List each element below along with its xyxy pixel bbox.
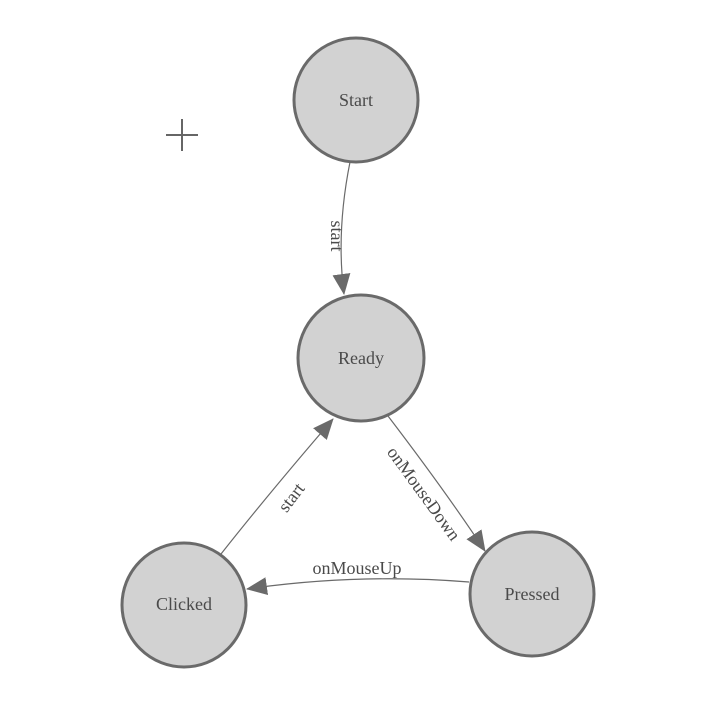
- transition-pressed-to-clicked-line[interactable]: [246, 577, 470, 596]
- transition-label-onmousedown: onMouseDown: [383, 443, 464, 545]
- state-label-ready: Ready: [338, 348, 384, 368]
- transition-label-onmouseup: onMouseUp: [313, 558, 402, 578]
- transition-clicked-to-ready[interactable]: start: [220, 418, 334, 555]
- state-label-start: Start: [339, 90, 373, 110]
- state-circle-ready[interactable]: [296, 293, 426, 423]
- state-node-start[interactable]: Start: [292, 36, 420, 164]
- transition-ready-to-pressed-line[interactable]: [387, 415, 486, 552]
- state-label-clicked: Clicked: [156, 594, 212, 614]
- transition-start-to-ready[interactable]: start: [327, 161, 351, 295]
- transition-label-start-2: start: [274, 479, 309, 516]
- state-node-pressed[interactable]: Pressed: [468, 530, 596, 658]
- state-circle-clicked[interactable]: [120, 541, 248, 669]
- transition-clicked-to-ready-line[interactable]: [220, 418, 334, 555]
- state-node-clicked[interactable]: Clicked: [120, 541, 248, 669]
- state-circle-pressed[interactable]: [468, 530, 596, 658]
- transition-ready-to-pressed[interactable]: onMouseDown: [383, 415, 486, 552]
- state-node-ready[interactable]: Ready: [296, 293, 426, 423]
- transition-start-to-ready-line[interactable]: [332, 161, 351, 295]
- state-label-pressed: Pressed: [505, 584, 560, 604]
- crosshair-plus-icon: [166, 119, 198, 151]
- transition-label-start-1: start: [327, 221, 347, 252]
- transition-pressed-to-clicked[interactable]: onMouseUp: [246, 558, 470, 596]
- state-circle-start[interactable]: [292, 36, 420, 164]
